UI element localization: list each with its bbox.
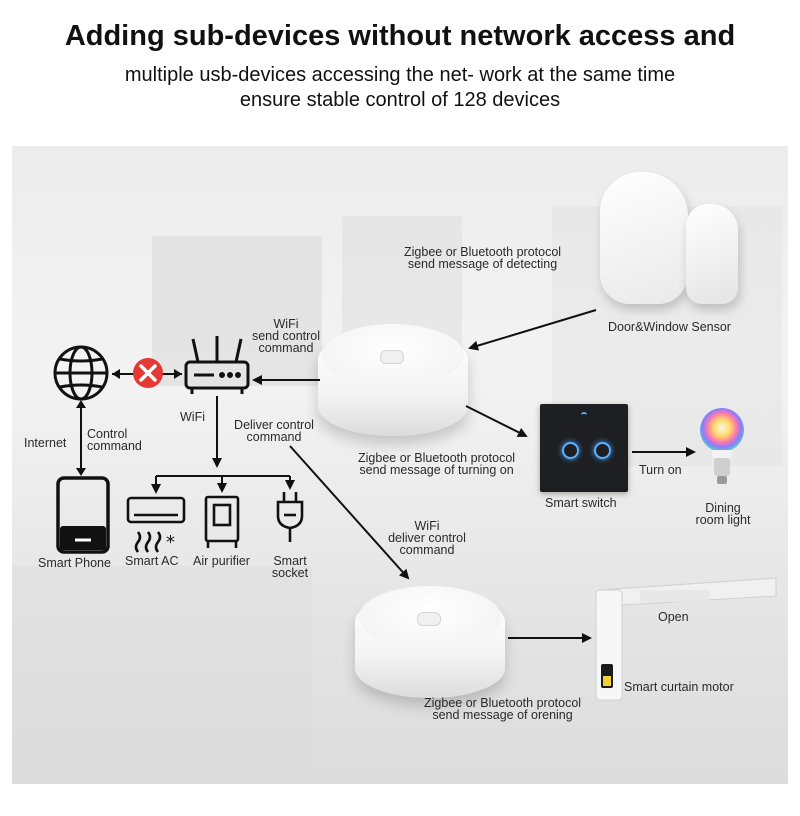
smart-phone-label: Smart Phone (38, 556, 111, 570)
smart-ac-label: Smart AC (125, 554, 179, 568)
air-purifier-label: Air purifier (193, 554, 250, 568)
curtain-motor-label: Smart curtain motor (624, 680, 734, 694)
internet-label: Internet (24, 436, 67, 450)
subtitle-line-1: multiple usb-devices accessing the net- … (124, 64, 676, 86)
background-furniture (12, 566, 312, 776)
subtitle-line-2: ensure stable control of 128 devices (239, 89, 561, 111)
gateway-hub-bottom (355, 582, 505, 700)
gateway-hub-top (318, 320, 468, 438)
door-window-sensor (600, 172, 750, 312)
door-sensor-label: Door&Window Sensor (608, 320, 731, 334)
smart-switch-label: Smart switch (545, 496, 617, 510)
page-title: Adding sub-devices without network acces… (64, 20, 736, 52)
smart-switch (540, 404, 628, 492)
wifi-label: WiFi (180, 410, 205, 424)
turn-on-label: Turn on (639, 463, 682, 477)
background-window (152, 236, 322, 386)
open-label: Open (658, 610, 689, 624)
